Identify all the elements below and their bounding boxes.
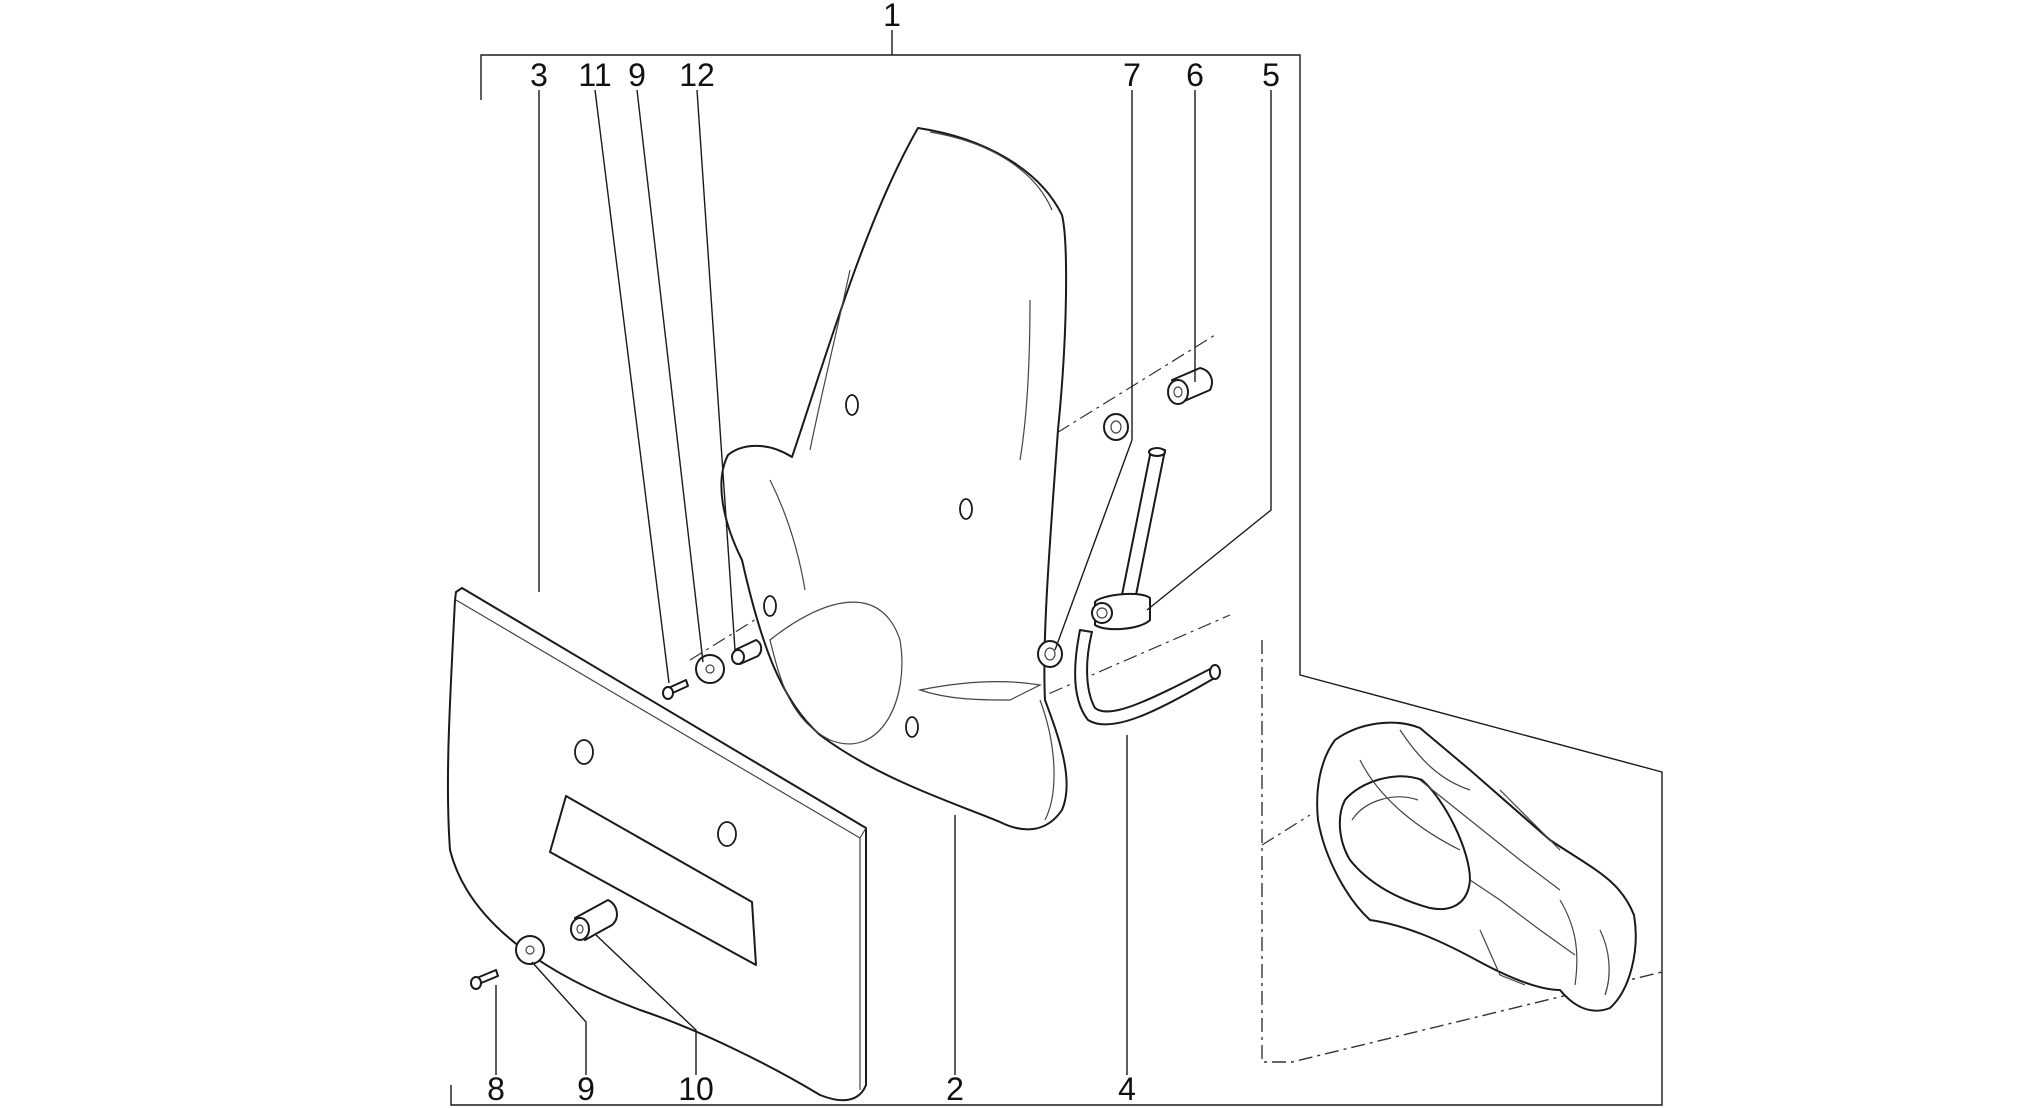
bent-rod bbox=[1074, 629, 1221, 726]
grommet-upper bbox=[1103, 413, 1129, 441]
mount-bracket bbox=[1091, 447, 1166, 631]
callout-7: 7 bbox=[1123, 57, 1141, 93]
spacer-bush bbox=[1167, 367, 1213, 405]
callout-4: 4 bbox=[1118, 1071, 1136, 1107]
screw-upper bbox=[662, 679, 689, 700]
callout-5: 5 bbox=[1262, 57, 1280, 93]
callout-12: 12 bbox=[679, 57, 715, 93]
washer-upper bbox=[695, 654, 725, 684]
callout-11: 11 bbox=[578, 57, 611, 93]
sleeve-lower bbox=[570, 899, 618, 941]
callout-labels: 1 3 11 9 12 7 6 5 8 9 10 2 4 bbox=[487, 0, 1280, 1107]
callout-6: 6 bbox=[1186, 57, 1204, 93]
assembly-frame bbox=[450, 30, 1663, 1106]
callout-2: 2 bbox=[946, 1071, 964, 1107]
grommet-lower bbox=[1037, 640, 1063, 668]
windscreen bbox=[720, 127, 1068, 831]
callout-9-bottom: 9 bbox=[577, 1071, 595, 1107]
leader-lines bbox=[495, 89, 1272, 1075]
callout-8: 8 bbox=[487, 1071, 505, 1107]
panel-plate bbox=[446, 587, 867, 1102]
sleeve-upper bbox=[731, 639, 763, 665]
callout-3: 3 bbox=[530, 57, 548, 93]
callout-1: 1 bbox=[883, 0, 901, 33]
screw-lower bbox=[470, 969, 499, 990]
callout-9-top: 9 bbox=[628, 57, 646, 93]
washer-lower bbox=[515, 935, 545, 965]
callout-10: 10 bbox=[678, 1071, 714, 1107]
handlebar-cover bbox=[1316, 721, 1637, 1012]
